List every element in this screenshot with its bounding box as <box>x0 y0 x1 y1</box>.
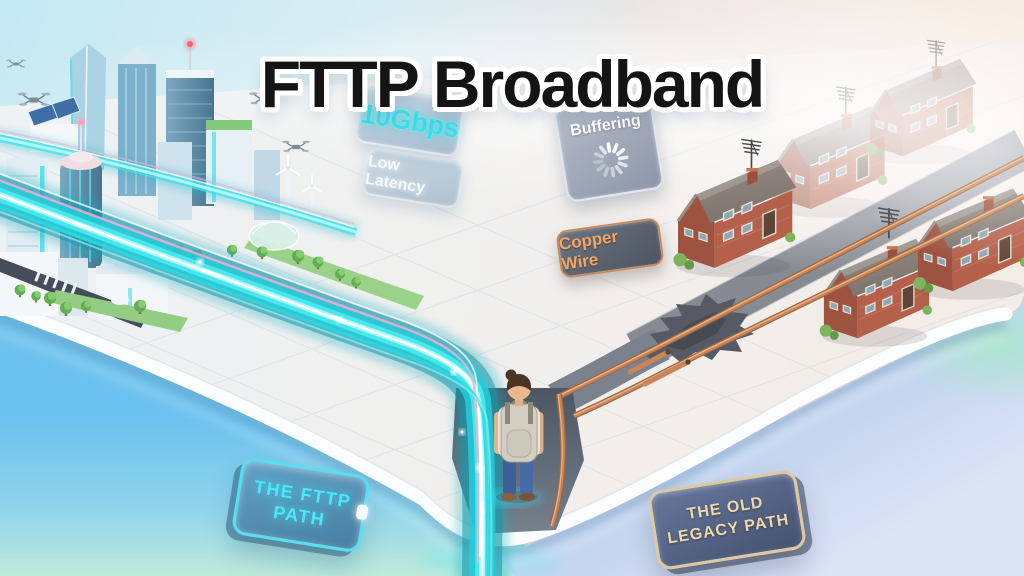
platform-front-edge <box>0 299 1013 547</box>
fiber-city <box>0 38 424 332</box>
loading-spinner-icon <box>593 141 629 177</box>
latency-badge-label: Low Latency <box>363 152 427 197</box>
buffering-badge: Buffering <box>553 92 665 204</box>
fiber-highway <box>0 166 510 576</box>
fiber-stream-upper <box>0 128 359 241</box>
person-at-fork <box>482 369 544 507</box>
copper-wire-badge-label: Copper Wire <box>557 226 620 274</box>
page-title: FTTP Broadband <box>260 47 765 122</box>
greenhouse-dome <box>248 221 300 251</box>
copper-wires <box>549 35 1024 527</box>
light-packet-glints <box>196 258 484 472</box>
